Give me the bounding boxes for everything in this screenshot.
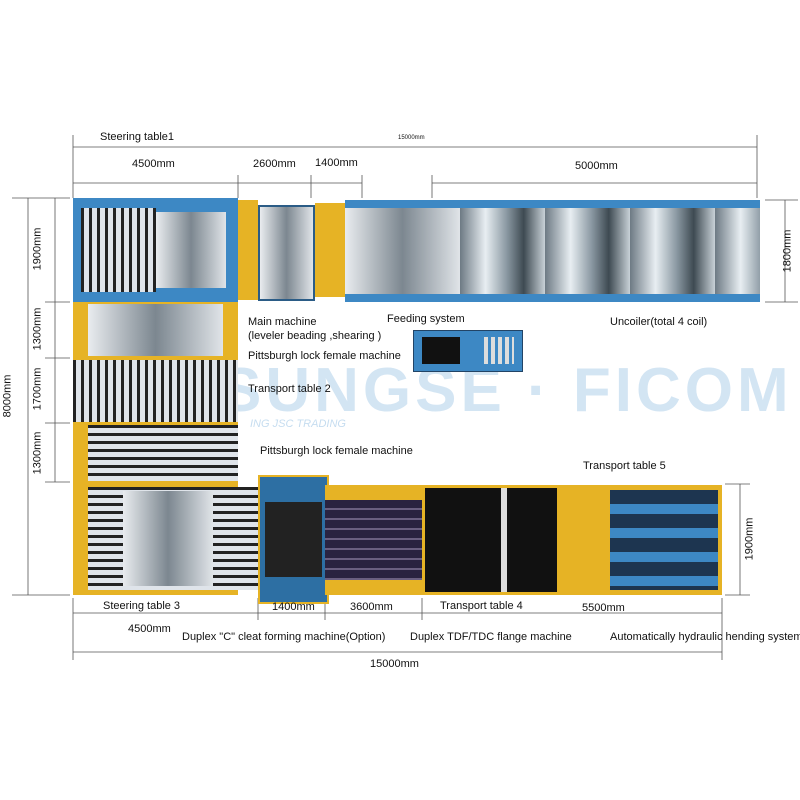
label-1800: 1800mm	[781, 229, 794, 273]
transport-table-4	[422, 485, 560, 595]
main-machine-frame	[238, 200, 258, 300]
label-steering-table-1: Steering table1	[100, 131, 174, 143]
label-5000: 5000mm	[575, 160, 618, 172]
label-2600: 2600mm	[253, 158, 296, 170]
hydraulic-bending-system	[560, 485, 722, 595]
label-1900-right: 1900mm	[743, 517, 756, 561]
label-1400-bottom: 1400mm	[272, 601, 315, 613]
label-1400-top: 1400mm	[315, 157, 358, 169]
feeder-frame	[315, 203, 345, 297]
label-5500: 5500mm	[582, 602, 625, 614]
label-pittsburgh-2: Pittsburgh lock female machine	[260, 445, 413, 457]
label-duplex-c: Duplex "C" cleat forming machine(Option)	[182, 631, 386, 643]
duplex-c-cleat-machine	[258, 475, 329, 604]
label-1700: 1700mm	[31, 367, 44, 411]
uncoiler	[345, 200, 760, 302]
label-transport-table-5: Transport table 5	[583, 460, 666, 472]
steering-table-1	[73, 198, 238, 302]
label-feeding-system: Feeding system	[387, 313, 465, 325]
pittsburgh-machine-2	[88, 425, 238, 481]
label-3600: 3600mm	[350, 601, 393, 613]
feeding-system-panel	[413, 330, 523, 372]
label-1300-a: 1300mm	[31, 307, 44, 351]
label-uncoiler: Uncoiler(total 4 coil)	[610, 316, 708, 328]
main-machine	[258, 205, 315, 301]
label-hydraulic: Automatically hydraulic hending system	[610, 631, 800, 643]
label-1300-b: 1300mm	[31, 431, 44, 475]
label-total-bottom: 15000mm	[370, 658, 419, 670]
label-8000: 8000mm	[1, 374, 14, 418]
label-main-machine-sub: (leveler beading ,shearing )	[248, 330, 382, 342]
label-transport-table-2: Transport table 2	[248, 383, 331, 395]
transport-table-2	[73, 360, 238, 422]
tdf-frame	[325, 485, 422, 595]
label-duplex-tdf: Duplex TDF/TDC flange machine	[410, 631, 572, 643]
label-transport-table-4: Transport table 4	[440, 600, 523, 612]
label-total-top: 15000mm	[398, 135, 425, 141]
label-pittsburgh-1: Pittsburgh lock female machine	[248, 350, 401, 362]
label-4500-top: 4500mm	[132, 158, 175, 170]
watermark-sub: ING JSC TRADING	[250, 418, 346, 430]
label-main-machine: Main machine	[248, 316, 317, 328]
label-1900-left: 1900mm	[31, 227, 44, 271]
pittsburgh-machine-1	[88, 304, 223, 356]
label-4500-bottom: 4500mm	[128, 623, 171, 635]
steering-table-3	[88, 487, 258, 590]
label-steering-table-3: Steering table 3	[103, 600, 181, 612]
